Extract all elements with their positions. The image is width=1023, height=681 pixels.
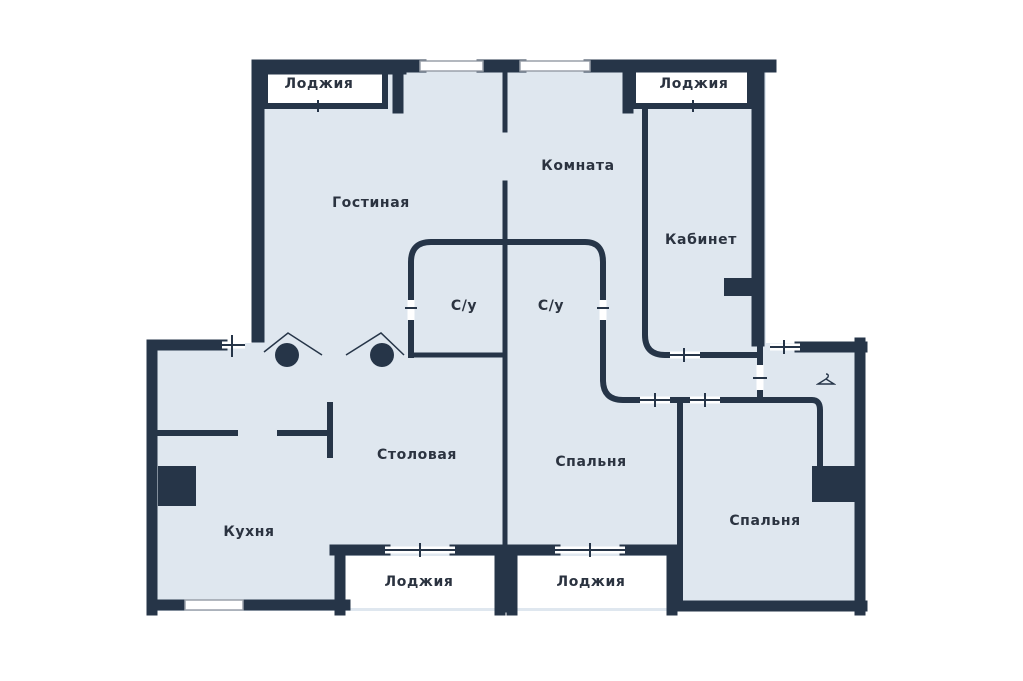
room-label-bathroom-right: С/у: [537, 298, 565, 314]
wall-columns: [158, 278, 862, 506]
room-label-dining-room: Столовая: [377, 447, 457, 463]
windows: [184, 60, 591, 611]
hanger-icon: [816, 373, 836, 385]
room-label-loggia-bottom-right: Лоджия: [556, 574, 626, 590]
room-label-bedroom-center: Спальня: [555, 454, 627, 470]
room-label-study: Кабинет: [665, 232, 737, 248]
room-label-bedroom-right: Спальня: [729, 513, 801, 529]
room-label-loggia-top-left: Лоджия: [284, 76, 354, 92]
walls: [146, 59, 868, 616]
door-marks: [207, 100, 800, 557]
room-label-kitchen: Кухня: [223, 524, 275, 540]
room-label-living-room: Гостиная: [332, 195, 410, 211]
room-label-room: Комната: [541, 158, 615, 174]
riser-circle-icon: [263, 332, 405, 367]
room-label-bathroom-left: С/у: [450, 298, 478, 314]
loggia-bottom-left-area: [345, 556, 495, 608]
room-label-loggia-top-right: Лоджия: [659, 76, 729, 92]
loggia-bottom-right-area: [511, 556, 668, 608]
room-label-loggia-bottom-left: Лоджия: [384, 574, 454, 590]
